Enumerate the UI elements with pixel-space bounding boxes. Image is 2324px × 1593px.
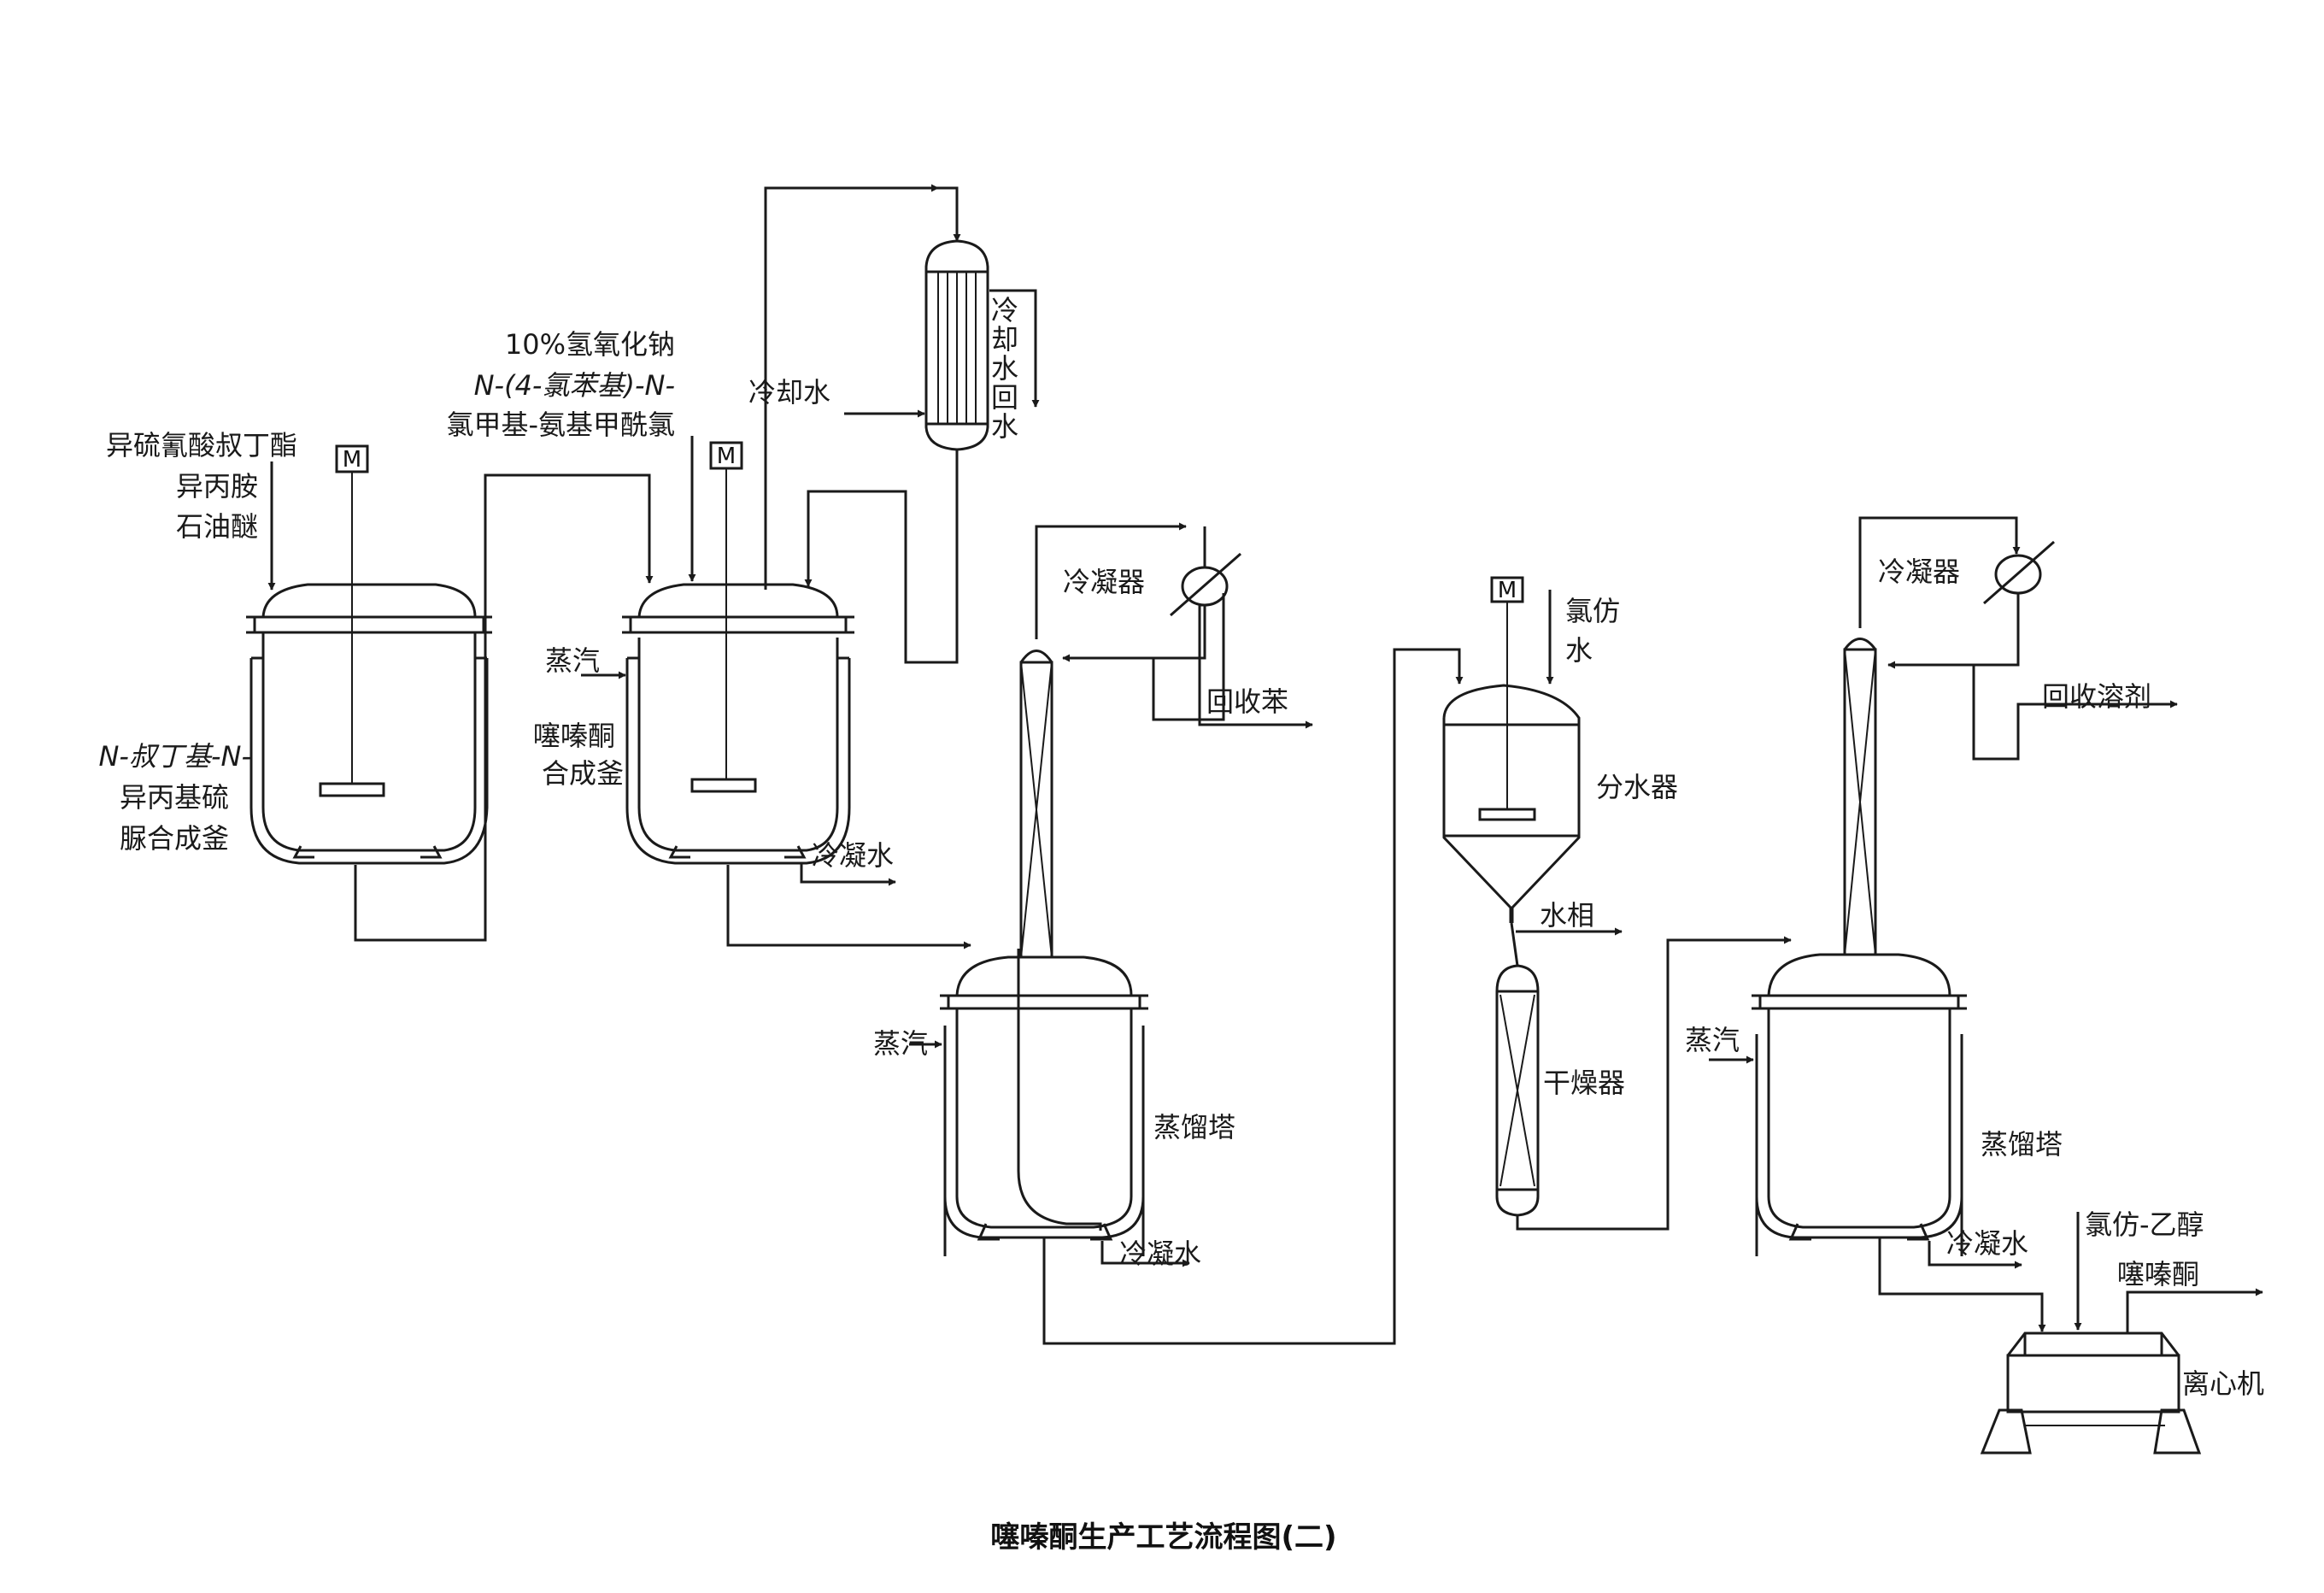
cooler — [924, 239, 989, 451]
separator-feed-1: 氯仿 — [1565, 595, 1620, 627]
centrifuge-labels: 氯仿-乙醇 噻嗪酮 离心机 — [2085, 1208, 2264, 1400]
urea-synthesis-reactor — [246, 583, 492, 865]
reactor1-labels: 异硫氰酸叔丁酯 异丙胺 石油醚 N-叔丁基-N- 异丙基硫 脲合成釜 — [98, 429, 297, 855]
reactor2-feed-2: N-(4-氯苯基)-N- — [474, 369, 675, 402]
column2-condensate: 冷凝水 — [1946, 1227, 2028, 1260]
column2-recovery: 回收溶剂 — [2042, 680, 2151, 713]
dryer-name: 干燥器 — [1543, 1067, 1625, 1099]
reactor2-name-1: 噻嗪酮 — [533, 720, 615, 752]
diagram-caption: 噻嗪酮生产工艺流程图(二) — [990, 1520, 1336, 1555]
distillation-column-2 — [1752, 638, 1967, 1256]
separator-labels: 氯仿 水 分水器 水相 干燥器 — [1540, 595, 1678, 1099]
column2-steam: 蒸汽 — [1685, 1024, 1740, 1056]
reactor1-name-2: 异丙基硫 — [120, 781, 229, 814]
cooler-return-5: 水 — [991, 410, 1018, 443]
centrifuge-product: 噻嗪酮 — [2117, 1258, 2199, 1290]
column1-condenser: 冷凝器 — [1063, 566, 1145, 598]
cooler-return-1: 冷 — [991, 294, 1018, 326]
svg-text:M: M — [717, 444, 736, 469]
cooler-water-in: 冷却水 — [748, 376, 830, 409]
svg-text:M: M — [1498, 578, 1517, 603]
agitator-motor-2: M — [690, 441, 757, 793]
separator-water-phase: 水相 — [1540, 899, 1594, 932]
centrifuge-feed: 氯仿-乙醇 — [2085, 1208, 2204, 1241]
cooler-labels: 冷却水 冷 却 水 回 水 — [748, 294, 1018, 443]
reactor1-name-3: 脲合成釜 — [120, 822, 229, 855]
piping — [267, 184, 2263, 1345]
reactor1-name-1: N-叔丁基-N- — [98, 740, 251, 773]
reactor1-feed-3: 石油醚 — [176, 510, 258, 543]
centrifuge — [1980, 1331, 2202, 1455]
reactor1-feed-2: 异丙胺 — [176, 470, 258, 503]
reactor2-condensate: 冷凝水 — [812, 839, 894, 872]
separator-name: 分水器 — [1596, 771, 1678, 803]
reactor2-name-2: 合成釜 — [542, 757, 624, 790]
cooler-return-3: 水 — [991, 352, 1018, 385]
dryer — [1495, 964, 1540, 1217]
column2-labels: 冷凝器 回收溶剂 蒸汽 蒸馏塔 冷凝水 — [1685, 555, 2151, 1260]
column1-condensate: 冷凝水 — [1119, 1237, 1201, 1270]
column1-steam: 蒸汽 — [873, 1027, 928, 1060]
buprofezin-synthesis-reactor — [622, 583, 854, 865]
svg-text:M: M — [343, 447, 361, 473]
reactor2-feed-3: 氯甲基-氨基甲酰氯 — [446, 409, 675, 441]
column1-labels: 冷凝器 回收苯 蒸汽 蒸馏塔 冷凝水 — [873, 566, 1288, 1270]
centrifuge-name: 离心机 — [2182, 1367, 2264, 1400]
distillation-column-1 — [940, 650, 1148, 1256]
water-separator: M — [1442, 576, 1581, 923]
cooler-return-2: 却 — [991, 323, 1018, 356]
reactor2-feed-1: 10%氢氧化钠 — [505, 328, 675, 361]
column2-condenser: 冷凝器 — [1878, 555, 1960, 588]
column1-recovery: 回收苯 — [1206, 685, 1288, 718]
cooler-return-4: 回 — [991, 381, 1018, 414]
reactor2-steam: 蒸汽 — [545, 644, 600, 677]
separator-feed-2: 水 — [1565, 634, 1593, 667]
column2-name: 蒸馏塔 — [1981, 1128, 2063, 1161]
reactor1-feed-1: 异硫氰酸叔丁酯 — [106, 429, 297, 461]
reactor2-labels: 10%氢氧化钠 N-(4-氯苯基)-N- 氯甲基-氨基甲酰氯 蒸汽 噻嗪酮 合成… — [446, 328, 894, 872]
column1-name: 蒸馏塔 — [1153, 1111, 1235, 1143]
agitator-motor-1: M — [319, 444, 385, 797]
